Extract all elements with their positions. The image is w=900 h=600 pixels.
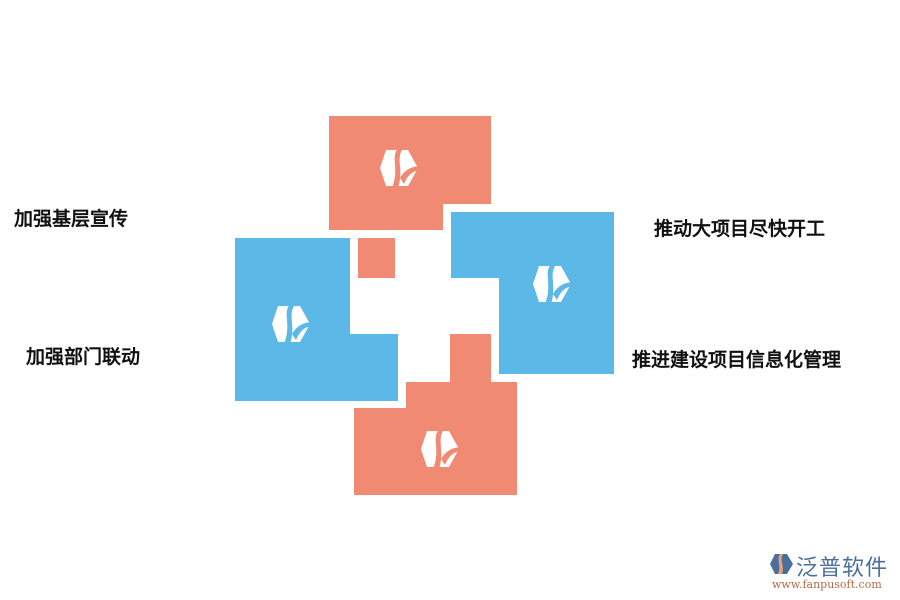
hexagon-leaf-logo-icon [421, 429, 463, 469]
watermark-brand: 泛普软件 [796, 556, 889, 581]
watermark: 泛普软件 www.fanpusoft.com [770, 550, 895, 595]
hexagon-leaf-logo-icon [533, 264, 575, 304]
hexagon-leaf-logo-icon [380, 148, 422, 188]
label-project-informatization: 推进建设项目信息化管理 [632, 349, 842, 371]
watermark-url: www.fanpusoft.com [772, 578, 882, 591]
label-push-major-projects: 推动大项目尽快开工 [654, 218, 826, 240]
top-coral-block-lower [329, 204, 443, 230]
label-strengthen-department-linkage: 加强部门联动 [26, 346, 141, 368]
bottom-coral-block-upper [406, 382, 517, 408]
small-coral-square-top [358, 238, 395, 278]
hexagon-leaf-logo-icon [272, 304, 314, 344]
right-blue-block [451, 212, 614, 278]
label-strengthen-grassroots-publicity: 加强基层宣传 [14, 208, 129, 230]
fanpu-logo-icon [770, 554, 793, 574]
left-blue-block-ext [350, 334, 398, 401]
small-coral-square-bottom [450, 334, 491, 382]
